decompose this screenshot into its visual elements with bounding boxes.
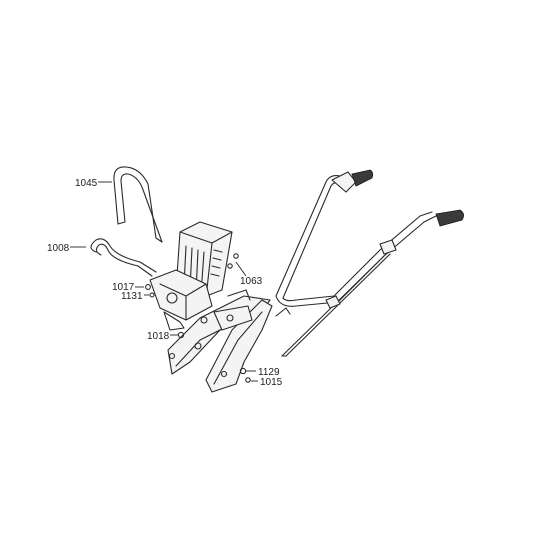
hardware-1131 — [149, 292, 155, 298]
callout-1131: 1131 — [121, 291, 149, 302]
grip-left — [351, 169, 374, 187]
part-1008-hook-bar — [90, 238, 157, 277]
hardware-1017 — [145, 284, 151, 290]
callout-1018: 1018 — [147, 331, 178, 342]
callout-1015: 1015 — [251, 377, 283, 388]
grip-right — [419, 209, 464, 227]
callout-1015-label: 1015 — [260, 377, 283, 388]
callout-1017-label: 1017 — [112, 282, 135, 293]
callout-1008-label: 1008 — [47, 243, 70, 254]
engine-gearbox-assembly — [149, 221, 233, 331]
hardware-1063 — [227, 253, 239, 269]
callout-1017: 1017 — [112, 282, 144, 293]
part-1045-loop-handle — [113, 166, 163, 243]
callout-1131-label: 1131 — [121, 291, 143, 302]
callout-1129: 1129 — [246, 367, 280, 378]
hardware-1018 — [177, 331, 185, 339]
callout-1045-label: 1045 — [75, 178, 98, 189]
callout-1018-label: 1018 — [147, 331, 170, 342]
callout-1045: 1045 — [75, 178, 112, 189]
callout-1129-label: 1129 — [258, 367, 280, 378]
callout-1063: 1063 — [235, 261, 263, 287]
callout-1063-label: 1063 — [240, 276, 263, 287]
chassis-frame — [167, 289, 273, 393]
callout-1008: 1008 — [47, 243, 86, 254]
hardware-1015 — [245, 377, 251, 383]
handlebar-frame — [275, 171, 425, 357]
hardware-1129 — [239, 367, 247, 375]
